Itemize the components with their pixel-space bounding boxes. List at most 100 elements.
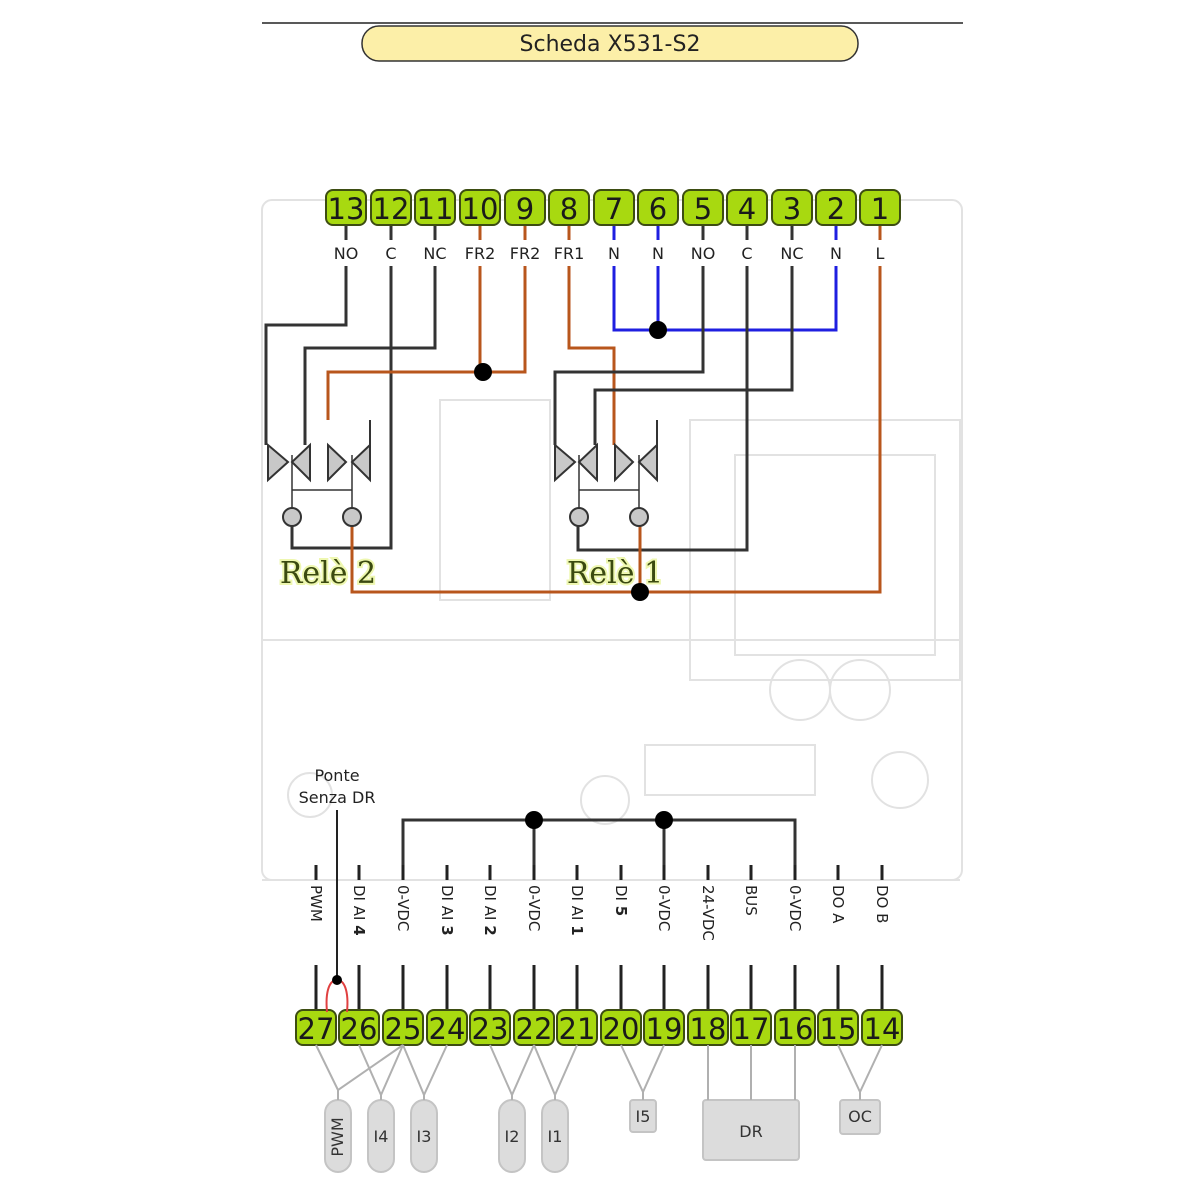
terminal-number: 12: [373, 192, 410, 226]
terminal-label: NC: [423, 244, 446, 263]
wire-0vdc-bus: [401, 818, 797, 880]
terminal-label: N: [652, 244, 664, 263]
top-terminal-12[interactable]: 12C: [370, 189, 412, 263]
label-text: BUS: [742, 885, 760, 916]
component-i5[interactable]: I5: [620, 1044, 665, 1133]
junction-dot: [525, 811, 543, 829]
label-number: 3: [438, 925, 456, 935]
terminal-number: 7: [605, 192, 623, 226]
top-terminal-3[interactable]: 3NC: [771, 189, 813, 263]
terminal-label: NC: [780, 244, 803, 263]
terminal-number: 6: [649, 192, 667, 226]
bottom-terminal-16[interactable]: 0-VDC 16: [774, 865, 816, 1046]
bottom-terminal-25[interactable]: 0-VDC 25: [382, 865, 424, 1046]
terminal-number: 23: [472, 1012, 509, 1046]
component-label: I4: [374, 1127, 389, 1146]
terminal-box: [325, 189, 367, 226]
terminal-label: BUS: [742, 885, 760, 916]
terminal-box: [682, 189, 724, 226]
bottom-terminal-15[interactable]: DO A15: [817, 865, 859, 1046]
wire-12-c: [290, 266, 393, 550]
bottom-terminal-23[interactable]: DI AI 223: [469, 865, 511, 1046]
component-dr[interactable]: DR: [702, 1045, 800, 1161]
component-label: DR: [739, 1122, 762, 1141]
terminal-number: 20: [603, 1012, 640, 1046]
terminal-number: 8: [560, 192, 578, 226]
component-label: I3: [417, 1127, 432, 1146]
coil-terminal: [342, 507, 362, 527]
terminal-label: 24-VDC: [699, 885, 717, 941]
terminal-number: 18: [690, 1012, 727, 1046]
connection-line: [380, 1044, 404, 1100]
terminal-label: DI AI 4: [350, 885, 368, 936]
terminal-number: 25: [385, 1012, 422, 1046]
terminal-number: 10: [462, 192, 499, 226]
label-text: 0-VDC: [394, 885, 412, 931]
bridge-note-line2: Senza DR: [299, 788, 376, 807]
component-label: I1: [548, 1127, 563, 1146]
wire-1-l: [350, 266, 882, 594]
label-text: 0-VDC: [525, 885, 543, 931]
wire-3-nc: [593, 266, 794, 445]
terminal-label: PWM: [307, 885, 325, 922]
terminal-label: NO: [691, 244, 716, 263]
bottom-terminal-14[interactable]: DO B14: [861, 865, 903, 1046]
terminal-label: 0-VDC: [786, 885, 804, 931]
terminal-number: 15: [820, 1012, 857, 1046]
connection-line: [620, 1044, 644, 1100]
top-terminal-7[interactable]: 7N: [593, 189, 635, 263]
component-i4[interactable]: I4: [358, 1044, 404, 1173]
terminal-label: N: [608, 244, 620, 263]
title-pill: Scheda X531-S2: [361, 25, 859, 62]
contact-triangle: [637, 442, 658, 483]
terminal-label: C: [741, 244, 752, 263]
component-i1[interactable]: I1: [533, 1044, 578, 1173]
wire-9-fr2: [326, 266, 527, 420]
terminal-number: 9: [516, 192, 534, 226]
pcb-background: [261, 199, 963, 881]
component-oc[interactable]: OC: [837, 1044, 883, 1135]
connection-line: [837, 1044, 861, 1100]
terminal-number: 26: [341, 1012, 378, 1046]
top-terminal-5[interactable]: 5NO: [682, 189, 724, 263]
terminal-number: 16: [777, 1012, 814, 1046]
junction-dot: [332, 975, 342, 985]
contact-triangle: [554, 442, 577, 483]
terminal-number: 21: [559, 1012, 596, 1046]
relay-1-label: Relè 1: [567, 556, 663, 591]
terminal-label: DI AI 1: [568, 885, 586, 936]
top-terminal-2[interactable]: 2N: [815, 189, 857, 263]
wire-4-c: [576, 266, 749, 552]
top-terminal-4[interactable]: 4C: [726, 189, 768, 263]
component-i3[interactable]: I3: [402, 1044, 448, 1173]
terminal-label: N: [830, 244, 842, 263]
terminal-box: [504, 189, 546, 226]
bottom-terminal-17[interactable]: BUS 17: [730, 865, 772, 1046]
bottom-terminal-20[interactable]: DI 5 20: [600, 865, 642, 1046]
label-number: 1: [568, 925, 586, 935]
top-terminal-1[interactable]: 1L: [859, 189, 901, 263]
connection-line: [315, 1044, 339, 1100]
wire-5-no: [553, 266, 705, 445]
terminal-number: 17: [733, 1012, 770, 1046]
component-pwm[interactable]: PWM: [315, 1044, 404, 1173]
terminal-number: 14: [864, 1012, 901, 1046]
bottom-terminal-24[interactable]: DI AI 324: [426, 865, 468, 1046]
terminal-label: DI 5: [612, 885, 630, 916]
top-terminal-6[interactable]: 6N: [637, 189, 679, 263]
bottom-terminal-26[interactable]: DI AI 4 26: [338, 865, 380, 1046]
bottom-terminal-18[interactable]: 24-VDC 18: [687, 865, 729, 1046]
component-i2[interactable]: I2: [489, 1044, 535, 1173]
bottom-terminal-21[interactable]: DI AI 1 21: [556, 865, 598, 1046]
